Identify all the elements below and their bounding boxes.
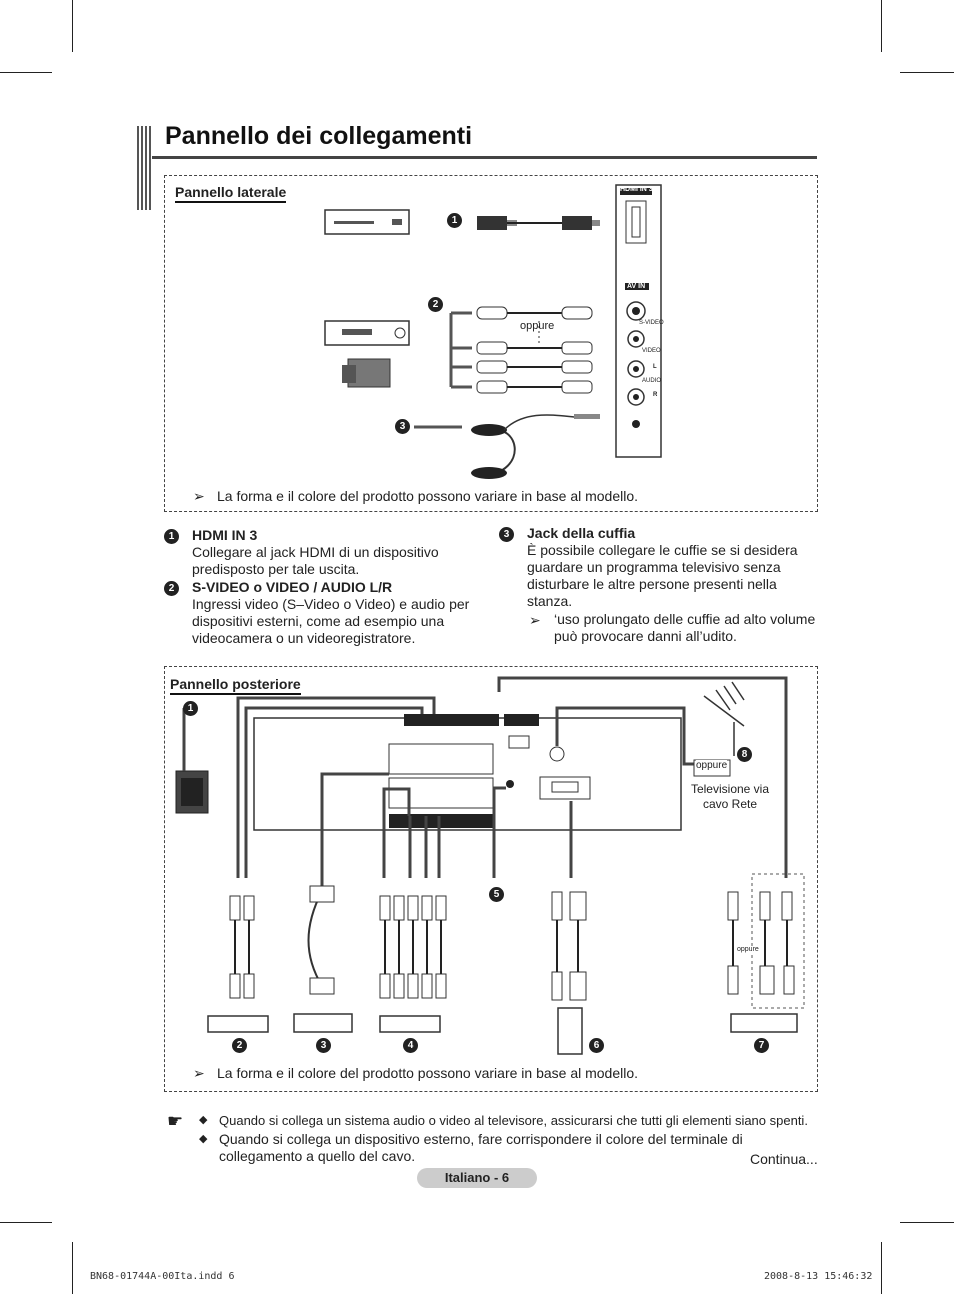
page-number: Italiano - 6 — [417, 1168, 537, 1188]
desc-1-number: 1 — [164, 529, 179, 544]
rear-callout-5: 5 — [489, 887, 504, 902]
antenna-caption: Televisione via cavo Rete — [690, 782, 770, 811]
side-panel-box — [164, 175, 818, 512]
crop-mark — [900, 1222, 954, 1223]
video-jack-label: VIDEO — [642, 348, 661, 354]
crop-mark — [0, 1222, 52, 1223]
oppure-label: oppure — [520, 320, 555, 332]
rear-callout-3: 3 — [316, 1038, 331, 1053]
crop-mark — [900, 72, 954, 73]
desc-1-heading: HDMI IN 3 — [192, 527, 258, 543]
continua-link[interactable]: Continua... — [750, 1151, 818, 1167]
arrow-icon: ➢ — [529, 612, 541, 628]
audio-r-label: R — [653, 392, 658, 398]
audio-jack-label: AUDIO — [642, 378, 662, 384]
hdmi-jack-label: HDMI IN 3 — [620, 186, 653, 193]
rear-callout-6: 6 — [589, 1038, 604, 1053]
side-panel-diagram — [324, 184, 662, 479]
title-decoration — [137, 126, 151, 210]
footer-timestamp: 2008-8-13 15:46:32 — [764, 1271, 873, 1282]
rear-callout-1: 1 — [183, 701, 198, 716]
crop-mark — [881, 1242, 882, 1294]
footer-file: BN68-01744A-00Ita.indd 6 — [90, 1271, 235, 1282]
rear-panel-note-text: La forma e il colore del prodotto posson… — [217, 1065, 639, 1081]
avin-jack-label: AV IN — [627, 283, 646, 290]
oppure-small-label: oppure — [737, 946, 759, 953]
rear-panel-label: Pannello posteriore — [170, 676, 301, 695]
desc-3-number: 3 — [499, 527, 514, 542]
desc-2-text: Ingressi video (S–Video o Video) e audio… — [192, 596, 470, 646]
rear-callout-2: 2 — [232, 1038, 247, 1053]
desc-3-text: È possibile collegare le cuffie se si de… — [527, 542, 798, 609]
rear-panel-box — [164, 666, 818, 1092]
desc-1-text: Collegare al jack HDMI di un dispositivo… — [192, 544, 439, 577]
desc-2-number: 2 — [164, 581, 179, 596]
desc-3-heading: Jack della cuffia — [527, 525, 636, 541]
rear-panel-note: ➢ La forma e il colore del prodotto posso… — [193, 1065, 638, 1082]
svideo-jack-label: S-VIDEO — [639, 320, 664, 326]
page-title: Pannello dei collegamenti — [165, 122, 473, 150]
audio-l-label: L — [653, 364, 657, 370]
diamond-bullet-icon: ◆ — [199, 1133, 208, 1145]
side-panel-note: ➢ La forma e il colore del prodotto posso… — [193, 488, 638, 505]
callout-2: 2 — [428, 297, 443, 312]
rear-callout-8: 8 — [737, 747, 752, 762]
rear-callout-7: 7 — [754, 1038, 769, 1053]
desc-3-note: ‘uso prolungato delle cuffie ad alto vol… — [554, 611, 816, 644]
bullet-2: Quando si collega un dispositivo esterno… — [219, 1131, 743, 1164]
callout-1: 1 — [447, 213, 462, 228]
side-panel-label: Pannello laterale — [175, 184, 287, 203]
diamond-bullet-icon: ◆ — [199, 1114, 208, 1126]
crop-mark — [72, 1242, 73, 1294]
arrow-icon: ➢ — [193, 488, 205, 504]
arrow-icon: ➢ — [193, 1065, 205, 1081]
oppure-antenna-label: oppure — [696, 760, 728, 771]
crop-mark — [0, 72, 52, 73]
title-rule — [152, 156, 817, 159]
side-panel-note-text: La forma e il colore del prodotto posson… — [217, 488, 639, 504]
bullet-1: Quando si collega un sistema audio o vid… — [219, 1113, 808, 1128]
rear-callout-4: 4 — [403, 1038, 418, 1053]
desc-2-heading: S-VIDEO o VIDEO / AUDIO L/R — [192, 579, 393, 595]
crop-mark — [72, 0, 73, 52]
rear-panel-diagram — [175, 676, 805, 1055]
crop-mark — [881, 0, 882, 52]
hand-pointer-icon: ☛ — [167, 1111, 184, 1131]
callout-3: 3 — [395, 419, 410, 434]
